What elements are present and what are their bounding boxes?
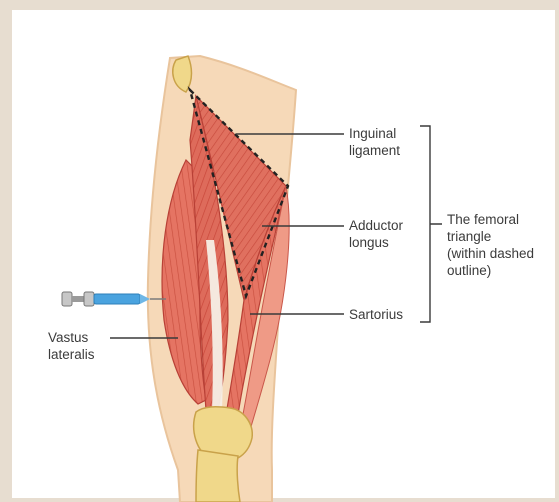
label-femoral-triangle: The femoral triangle (within dashed outl… bbox=[447, 212, 538, 278]
label-sartorius: Sartorius bbox=[349, 307, 403, 322]
label-adductor-longus: Adductor longus bbox=[349, 218, 407, 250]
tibia bbox=[196, 450, 240, 502]
label-vastus-lateralis: Vastus lateralis bbox=[48, 330, 95, 362]
label-inguinal-ligament: Inguinal ligament bbox=[349, 126, 400, 158]
femoral-bracket bbox=[420, 126, 442, 322]
